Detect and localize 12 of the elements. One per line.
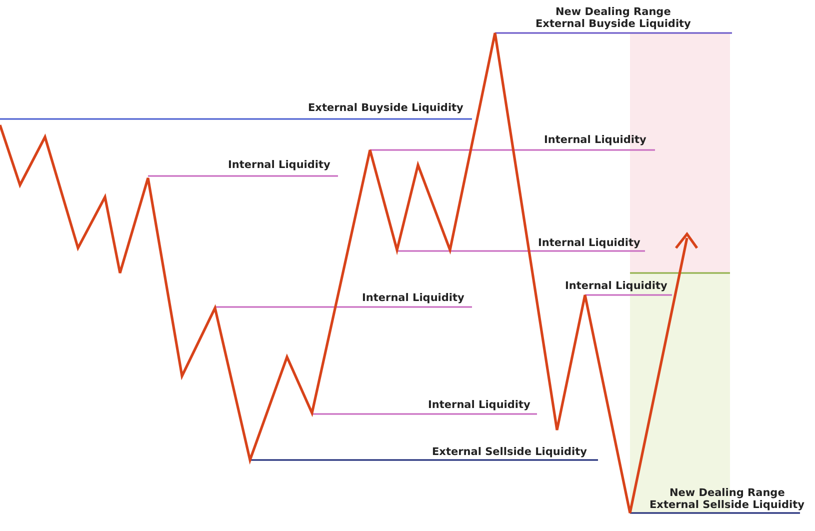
level-label: Internal Liquidity (228, 159, 330, 171)
level-label: External Sellside Liquidity (432, 446, 587, 458)
level-label: New Dealing Range (556, 6, 671, 18)
level-label: Internal Liquidity (362, 292, 464, 304)
level-label: External Buyside Liquidity (308, 102, 464, 114)
level-label: Internal Liquidity (538, 237, 640, 249)
level-label: External Sellside Liquidity (650, 499, 804, 511)
level-label: New Dealing Range (670, 487, 785, 499)
level-label: Internal Liquidity (544, 134, 646, 146)
level-label: External Buyside Liquidity (536, 18, 691, 30)
level-label: Internal Liquidity (428, 399, 530, 411)
level-label: Internal Liquidity (565, 280, 668, 292)
